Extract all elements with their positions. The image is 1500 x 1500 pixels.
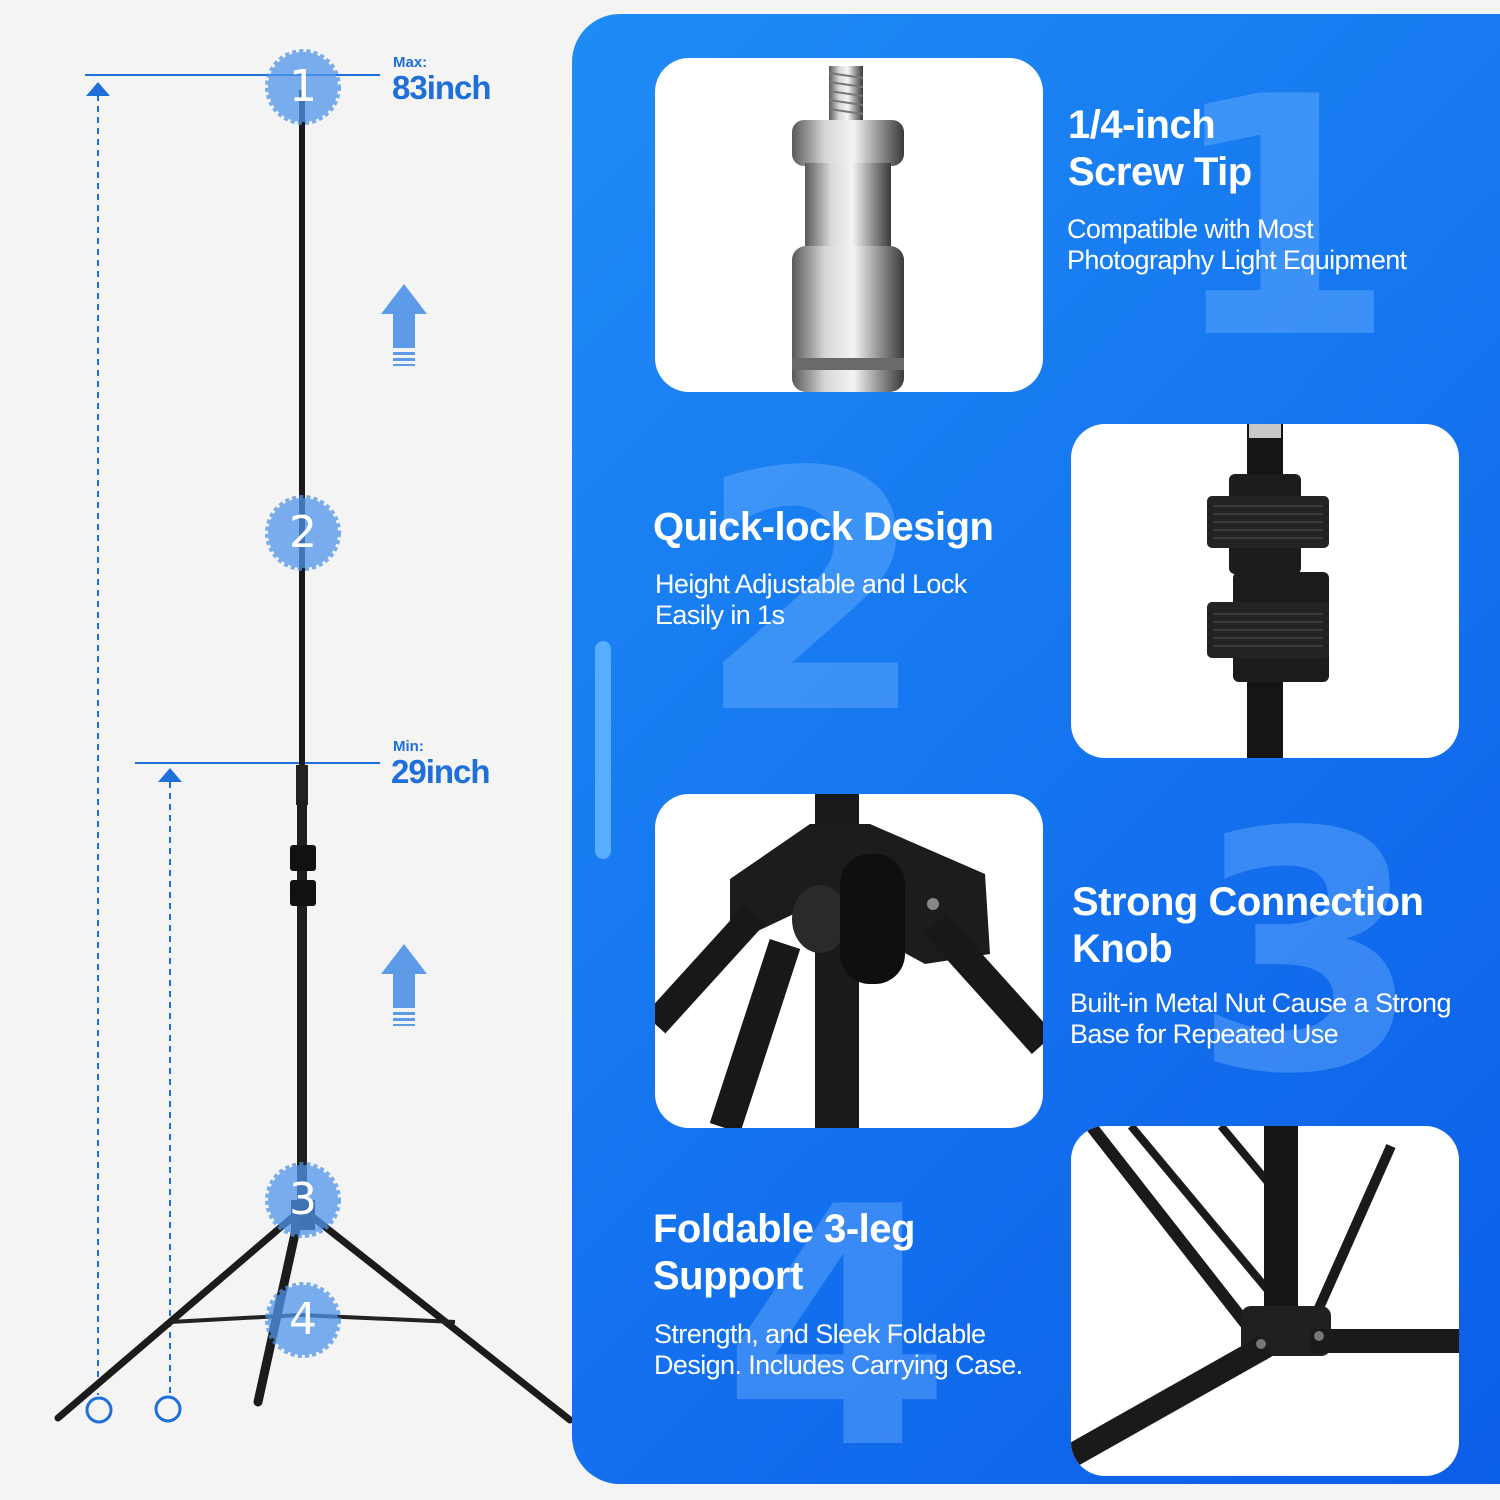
leg-support-photo xyxy=(1071,1126,1459,1476)
lower-pole xyxy=(297,800,307,1220)
badge-4-number: 4 xyxy=(289,1294,317,1345)
left-leg xyxy=(54,1211,299,1422)
up-arrow-icon xyxy=(381,284,427,366)
feature-1-title: 1/4-inch Screw Tip xyxy=(1068,103,1252,194)
scroll-indicator xyxy=(595,641,611,859)
quick-lock-photo xyxy=(1071,424,1459,758)
badge-1-number: 1 xyxy=(289,61,317,112)
feature-3-description: Built-in Metal Nut Cause a Strong Base f… xyxy=(1070,988,1451,1049)
badge-4-background xyxy=(265,1282,341,1358)
max-height-base-marker xyxy=(85,1396,113,1424)
feature-4-description: Strength, and Sleek Foldable Design. Inc… xyxy=(654,1319,1023,1380)
badge-2-background xyxy=(265,495,341,571)
pole-clamp-lower xyxy=(290,880,316,906)
feature-2-title: Quick-lock Design xyxy=(653,505,994,549)
pole-clamp-upper xyxy=(290,845,316,871)
badge-2-number: 2 xyxy=(289,507,317,558)
max-height-value: 83inch xyxy=(392,69,492,106)
badge-3-background xyxy=(265,1162,341,1238)
connection-knob-photo xyxy=(655,794,1043,1128)
features-panel: 1 2 3 4 xyxy=(572,14,1500,1484)
min-height-arrowhead-icon xyxy=(158,768,182,782)
screw-tip-photo xyxy=(655,58,1043,392)
max-height-arrowhead-icon xyxy=(86,82,110,96)
stand-diagram: 1 2 3 4 Max: 83inch Min: 29inch xyxy=(0,0,575,1500)
right-leg xyxy=(306,1211,574,1424)
feature-4-title: Foldable 3-leg Support xyxy=(653,1207,915,1298)
min-height-value: 29inch xyxy=(391,753,491,790)
badge-1-background xyxy=(265,49,341,125)
stand-illustration xyxy=(54,49,574,1424)
upper-pole xyxy=(299,90,305,770)
badge-3-number: 3 xyxy=(289,1174,317,1225)
feature-1-watermark-number: 1 xyxy=(1167,27,1397,411)
feature-4-watermark-number: 4 xyxy=(722,1137,952,1484)
min-height-label: Min: xyxy=(393,738,424,755)
max-height-label: Max: xyxy=(393,54,428,71)
feature-2-description: Height Adjustable and Lock Easily in 1s xyxy=(655,569,967,630)
pole-joint xyxy=(296,765,308,805)
up-arrow-icon xyxy=(381,944,427,1026)
feature-3-title: Strong Connection Knob xyxy=(1072,880,1424,971)
feature-2-watermark-number: 2 xyxy=(697,402,927,786)
feature-3-watermark-number: 3 xyxy=(1192,762,1422,1146)
feature-1-description: Compatible with Most Photography Light E… xyxy=(1067,214,1407,275)
min-height-base-marker xyxy=(154,1395,182,1423)
